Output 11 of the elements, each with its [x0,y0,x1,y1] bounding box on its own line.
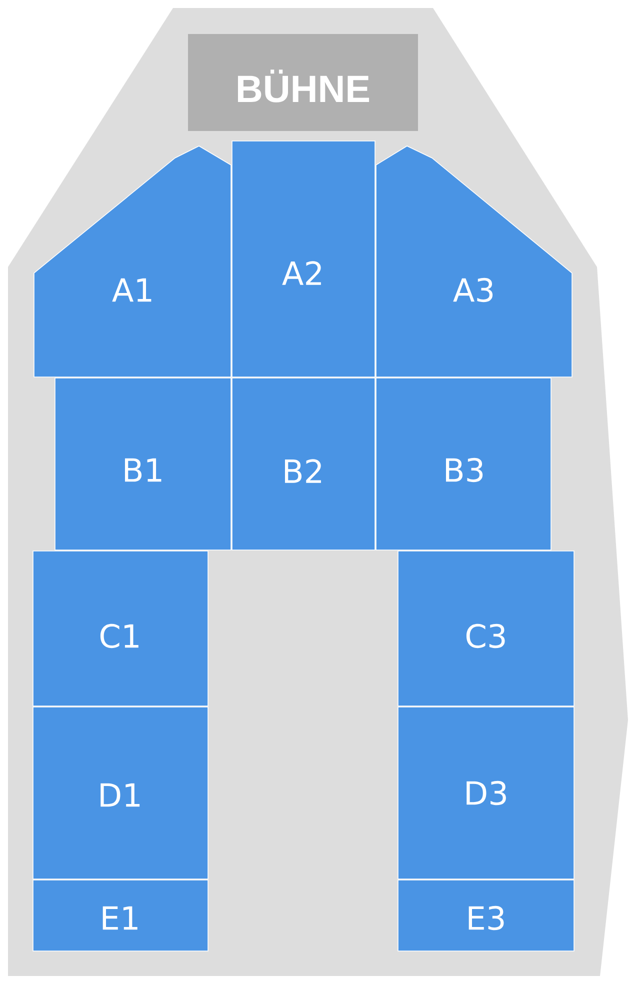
seating-block: E3 [398,880,574,952]
seating-block: C3 [398,550,574,706]
seating-block: E1 [32,880,208,952]
seating-block: A2 [232,140,376,378]
stage-box: BÜHNE [188,34,418,131]
seating-block: B2 [232,378,376,550]
seating-block: C1 [32,550,208,706]
seating-block: B3 [376,378,552,550]
seating-block: A1 [34,146,232,378]
seating-block: B1 [54,378,232,550]
seating-block: A3 [376,146,572,378]
